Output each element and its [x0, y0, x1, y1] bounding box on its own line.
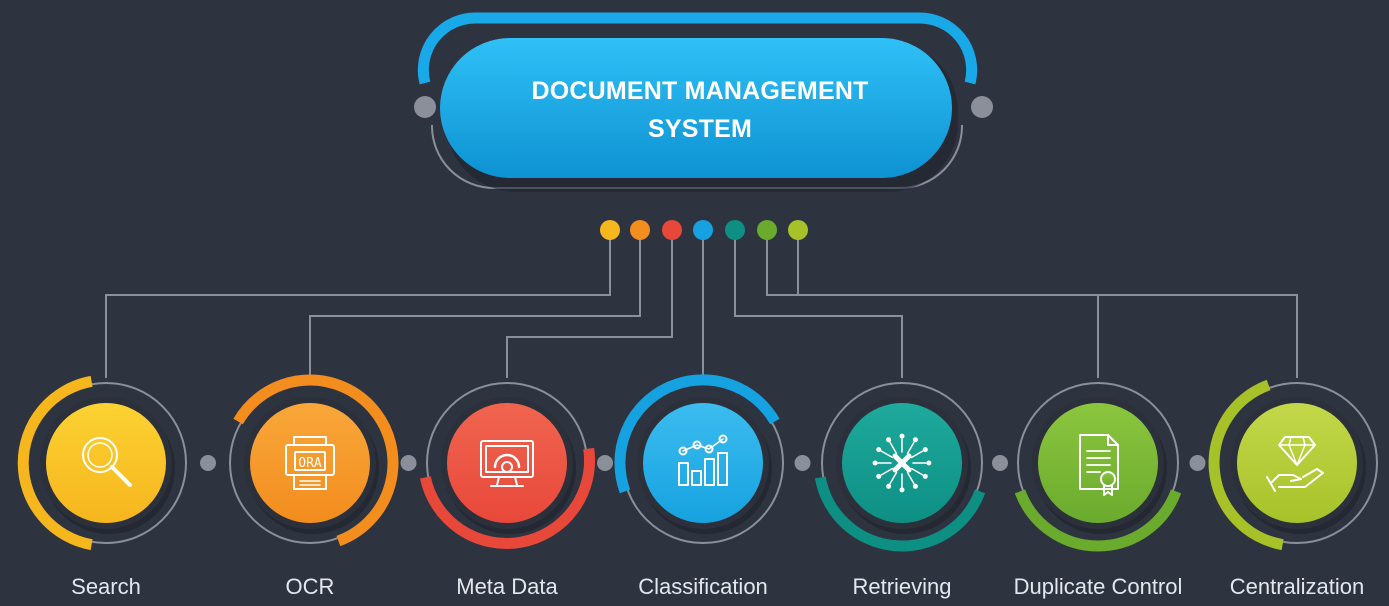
connector-line: [309, 230, 641, 378]
color-dot: [662, 220, 682, 240]
color-dot: [757, 220, 777, 240]
title-line-2: SYSTEM: [648, 115, 752, 143]
color-dot: [693, 220, 713, 240]
page-title: DOCUMENT MANAGEMENT SYSTEM: [470, 72, 930, 148]
node-disc: [1038, 403, 1158, 523]
feature-label: Meta Data: [456, 574, 558, 599]
title-outer-arc-top: [417, 12, 978, 85]
node-accent-arc: [17, 375, 93, 551]
title-line-1: DOCUMENT MANAGEMENT: [531, 77, 869, 105]
connector-line: [797, 230, 1298, 378]
separator-dot: [794, 455, 811, 471]
node-accent-arc: [233, 374, 399, 547]
color-dot: [600, 220, 620, 240]
connector-lines: [105, 230, 1298, 378]
feature-node: [1208, 379, 1378, 551]
feature-node: [614, 374, 784, 544]
feature-node: [419, 382, 595, 549]
diamond-hand-icon: [1266, 436, 1324, 492]
title-right-dot: [971, 96, 993, 118]
node-disc: [46, 403, 166, 523]
monitor-gear-icon: [480, 440, 534, 487]
feature-label: Retrieving: [852, 574, 952, 599]
certificate-icon: [1079, 434, 1119, 496]
feature-label: Search: [71, 574, 141, 599]
node-disc: [643, 403, 763, 523]
separator-dot: [400, 455, 417, 471]
title-badge: [414, 12, 993, 192]
connector-line: [734, 230, 903, 378]
network-node-icon: [872, 433, 932, 493]
feature-node: [17, 375, 187, 551]
feature-label: Classification: [638, 574, 768, 599]
node-accent-arc: [1208, 379, 1284, 551]
feature-label: OCR: [285, 574, 335, 599]
node-disc: [250, 403, 370, 523]
title-left-dot: [414, 96, 436, 118]
connector-line: [105, 230, 611, 378]
feature-node: ORA: [229, 374, 399, 547]
ocr-scanner-icon: ORA: [285, 436, 335, 490]
node-accent-arc: [614, 374, 780, 494]
separator-dot: [992, 455, 1008, 471]
color-dot: [725, 220, 745, 240]
color-dots: [600, 220, 808, 240]
color-dot: [788, 220, 808, 240]
feature-nodes: ORA: [17, 374, 1378, 552]
magnifier-icon: [82, 437, 132, 487]
connector-line: [506, 230, 673, 378]
node-accent-arc: [1014, 489, 1182, 552]
separator-dot: [200, 455, 216, 471]
feature-label: Centralization: [1229, 574, 1365, 599]
node-accent-arc: [814, 476, 986, 552]
separator-dots: [200, 455, 1206, 471]
svg-text:ORA: ORA: [298, 456, 322, 471]
feature-node: [814, 382, 986, 552]
separator-dot: [597, 455, 613, 471]
color-dot: [630, 220, 650, 240]
title-pill: [440, 38, 952, 178]
feature-label: Duplicate Control: [1013, 574, 1183, 599]
node-accent-arc: [419, 447, 595, 549]
feature-node: [1014, 382, 1182, 552]
bar-chart-icon: [678, 434, 728, 486]
separator-dot: [1189, 455, 1206, 471]
connector-line: [766, 230, 1099, 378]
